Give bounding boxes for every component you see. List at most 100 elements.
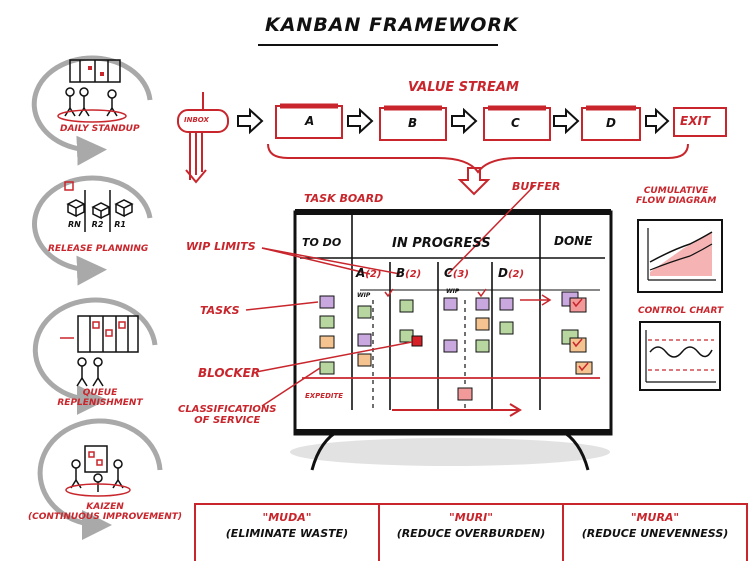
sticky-note [569,297,587,313]
practice-label-queue: QUEUE REPLENISHMENT [52,388,148,408]
release-sub-label: R1 [114,220,126,229]
stage-label-a: A [305,114,315,128]
sub-column-label: B [396,266,406,280]
stage-label-c: C [511,116,520,130]
stage-label-b: B [408,116,418,130]
release-cycle [32,175,153,286]
practice-label-kaizen: KAIZEN (CONTINUOUS IMPROVEMENT) [20,502,190,522]
waste-meaning: (REDUCE OVERBURDEN) [396,527,546,540]
sticky-note [499,321,514,335]
sticky-note [319,295,335,309]
board-frame [293,210,613,436]
exit-label: EXIT [680,114,711,128]
standup-icon [57,59,127,123]
title-underline [258,44,498,46]
sticky-note [457,387,473,401]
release-sub-label: Rn [68,220,81,229]
cfd-title: CUMULATIVE FLOW DIAGRAM [636,186,716,206]
sticky-note [443,297,458,311]
kaizen-cycle [37,418,163,540]
queue-replenishment-icon [60,315,139,387]
waste-meaning: (REDUCE UNEVENNESS) [581,527,729,540]
standup-cycle [31,55,153,166]
classifications-line2: OF SERVICE [194,415,261,426]
waste-term: "MUDA" [262,511,312,524]
kaizen-icon [65,445,131,497]
flow-arrow [347,107,374,135]
wip-limit: (3) [452,269,469,280]
exit-box [673,107,727,137]
column-done: DONE [554,234,593,248]
kaizen-label-line2: (CONTINUOUS IMPROVEMENT) [28,512,182,522]
sub-column-label: C [444,266,453,280]
sub-column-d: D(2) [498,266,524,280]
down-arrow [457,167,491,196]
value-stream-brace [267,143,689,174]
flow-arrow [645,107,670,135]
sub-column-label: A [356,266,366,280]
waste-cell-muda: "MUDA" (ELIMINATE WASTE) [196,505,380,561]
cfd-title-line2: FLOW DIAGRAM [636,196,717,206]
page-title: KANBAN FRAMEWORK [265,14,519,36]
inbox-label: INBOX [184,116,209,124]
practice-label-standup: DAILY STANDUP [60,124,140,134]
release-sub-label: R2 [91,220,104,229]
practice-label-release: RELEASE PLANNING [48,244,149,254]
sticky-note [357,353,372,367]
sub-column-a: A(2) [356,266,381,280]
waste-cell-mura: "MURA" (REDUCE UNEVENNESS) [564,505,746,561]
waste-cell-muri: "MURI" (REDUCE OVERBURDEN) [380,505,564,561]
callout-classifications: CLASSIFICATIONS OF SERVICE [178,404,277,426]
classifications-line1: CLASSIFICATIONS [178,404,277,415]
wip-tag: WIP [357,292,371,299]
sticky-note [443,339,458,353]
waste-term: "MURA" [630,511,680,524]
control-chart [639,321,721,391]
sticky-note [319,315,335,329]
kaizen-label-line1: KAIZEN [86,502,124,512]
board-title: TASK BOARD [304,192,384,205]
callout-tasks: TASKS [200,304,240,317]
column-in-progress: IN PROGRESS [392,236,491,251]
release-sub-labels: Rn R2 R1 [68,220,126,229]
queue-label-line2: REPLENISHMENT [57,398,143,408]
practices-panel [31,55,163,540]
wip-limit: (2) [365,269,382,280]
column-todo: TO DO [302,236,342,249]
wip-limit: (2) [507,269,525,280]
sticky-note [357,333,372,347]
queue-label-line1: QUEUE [82,388,118,398]
value-stream-title: VALUE STREAM [408,80,519,95]
sub-column-c: C(3) [444,266,469,280]
sticky-note [475,297,490,311]
sticky-note [357,305,372,319]
expedite-label: EXPEDITE [305,392,344,400]
sticky-note [399,299,414,313]
sticky-note [475,339,490,353]
waste-meaning: (ELIMINATE WASTE) [225,527,349,540]
control-chart-title: CONTROL CHART [638,306,724,316]
release-planning-icon [64,181,134,232]
wip-tag: WIP [446,288,460,295]
waste-term: "MURI" [449,511,493,524]
sub-column-label: D [498,266,508,280]
wastes-table: "MUDA" (ELIMINATE WASTE) "MURI" (REDUCE … [194,503,748,561]
stage-label-d: D [606,116,616,130]
flow-arrow [553,107,580,135]
buffer-label: BUFFER [512,180,561,193]
flow-arrow [237,107,264,135]
done-arrow [520,294,552,306]
callout-blocker: BLOCKER [198,366,261,380]
cfd-title-line1: CUMULATIVE [643,186,709,196]
blocker-marker [411,335,423,347]
flow-arrow [451,107,478,135]
sticky-note [319,335,335,349]
sub-column-b: B(2) [396,266,421,280]
sticky-note [499,297,514,311]
flow-direction-arrow [392,403,522,417]
wip-limit: (2) [405,269,422,280]
sticky-note [475,317,490,331]
